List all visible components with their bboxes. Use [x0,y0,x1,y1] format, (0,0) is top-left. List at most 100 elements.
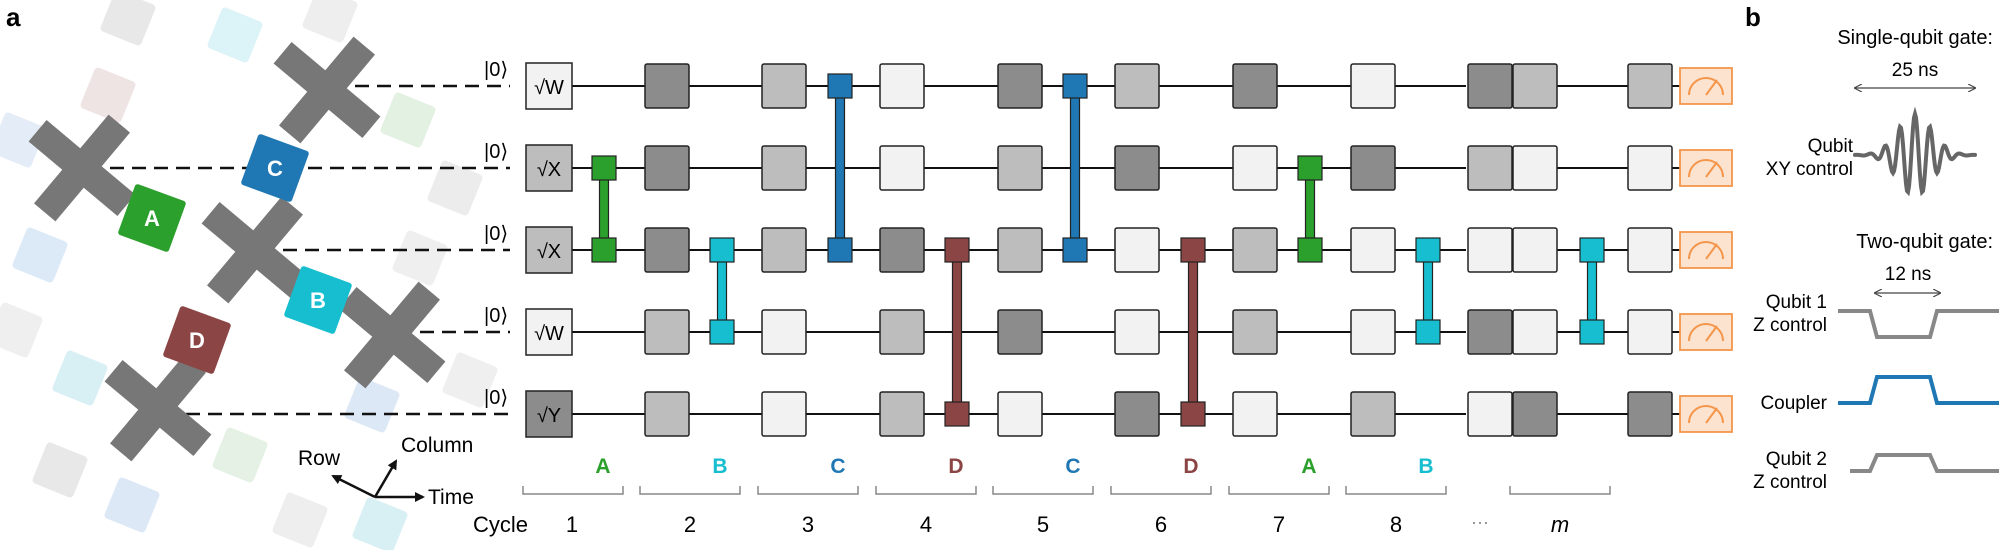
coupler-tile-label: D [189,328,205,353]
cycle-layer-label: A [1301,455,1316,478]
cycle-bracket [1509,486,1611,495]
q1-label-line1: Qubit 1 [1766,292,1827,313]
q1-label-line2: Z control [1753,315,1827,336]
single-qubit-gate [879,309,925,355]
single-qubit-duration: 25 ns [1892,60,1938,81]
faded-lattice-tile [0,302,43,358]
cycle-layer-label: D [1183,455,1198,478]
single-qubit-gate [1232,63,1278,109]
init-gate-label: √W [534,77,564,99]
single-qubit-gate [1512,63,1558,109]
cycle-number: 4 [920,512,932,537]
cycle-ellipsis: ··· [1471,512,1489,532]
panel-b: Single-qubit gate: 25 ns Qubit XY contro… [1753,27,1999,493]
qubit-ket: |0⟩ [484,387,508,409]
single-qubit-gate [761,391,807,437]
coupler-tile-d: D [163,306,231,374]
cycle-layer-label: D [948,455,963,478]
faded-lattice-tile [80,67,136,123]
init-gate-label: √X [537,241,561,263]
panel-label-b: b [1745,2,1761,32]
qubit-ket: |0⟩ [484,305,508,327]
faded-lattice-tile [442,352,498,408]
two-qubit-coupler-d [944,237,970,427]
qubit-ket: |0⟩ [484,141,508,163]
single-qubit-gate [1350,227,1396,273]
faded-lattice-tile [380,92,436,148]
q2-label-line1: Qubit 2 [1766,449,1827,470]
cycle-bracket [522,486,624,495]
cycle-number: 3 [802,512,814,537]
measurement-gate [1679,395,1733,433]
single-qubit-gate-title: Single-qubit gate: [1837,27,1993,49]
two-qubit-coupler-a [1297,155,1323,263]
measurement-gate [1679,149,1733,187]
cycle-number: 1 [566,512,578,537]
single-qubit-gate [644,391,690,437]
single-qubit-gate [1627,309,1673,355]
cycle-bracket [992,486,1094,495]
faded-lattice-tile [12,227,68,283]
single-qubit-gate [761,309,807,355]
single-qubit-gate [1350,309,1396,355]
faded-lattice-tile [392,230,448,286]
two-qubit-coupler-a [591,155,617,263]
single-qubit-gate [1232,145,1278,191]
qubit-lattice: A C B D [0,0,510,550]
single-qubit-gate [1350,145,1396,191]
cycle-bracket [875,486,977,495]
cycle-bracket [1110,486,1212,495]
single-qubit-gate [644,145,690,191]
single-qubit-gate [879,63,925,109]
faded-lattice-tile [100,0,156,46]
two-qubit-coupler-d [1180,237,1206,427]
single-qubit-gate [997,309,1043,355]
single-qubit-gate [1627,63,1673,109]
single-qubit-gate [879,145,925,191]
single-qubit-gate [879,391,925,437]
xy-label-line1: Qubit [1808,136,1854,157]
q2-label-line2: Z control [1753,472,1827,493]
single-qubit-gate [879,227,925,273]
quantum-circuit: |0⟩√W|0⟩√X|0⟩√X|0⟩√W|0⟩√Y [484,59,1733,438]
coupler-tile-b: B [284,266,352,334]
q1-z-waveform [1838,309,1999,339]
cycle-number: 7 [1273,512,1285,537]
single-qubit-gate [1232,391,1278,437]
faded-lattice-tile [104,477,160,533]
single-qubit-gate [644,227,690,273]
faded-lattice-tile [212,427,268,483]
measurement-gate [1679,313,1733,351]
cycle-layer-label: B [1418,455,1433,478]
cycle-layer-label: A [595,455,610,478]
cycle-number: 2 [684,512,696,537]
single-qubit-gate [1114,227,1160,273]
cycle-number: 6 [1155,512,1167,537]
init-gate-label: √X [537,159,561,181]
q2-z-waveform [1850,453,1999,473]
axis-time-label: Time [428,486,474,509]
coupler-tile-label: A [144,206,160,231]
single-qubit-gate [1467,391,1513,437]
xy-label-line2: XY control [1766,159,1853,180]
faded-lattice-tile [207,7,263,63]
single-qubit-gate [1114,391,1160,437]
faded-lattice-tile [272,492,328,548]
single-qubit-gate [1467,63,1513,109]
coupler-tile-c: C [241,134,309,202]
faded-lattice-tile [427,160,483,216]
two-qubit-coupler-b [709,237,735,345]
two-qubit-coupler-b [1415,237,1441,345]
single-qubit-gate [1232,227,1278,273]
single-qubit-gate [1627,227,1673,273]
panel-label-a: a [6,2,21,32]
single-qubit-gate [1114,63,1160,109]
axis-column-label: Column [401,434,473,457]
coupler-tile-label: C [267,156,283,181]
single-qubit-gate [761,145,807,191]
single-qubit-gate [1512,391,1558,437]
cycle-bracket [639,486,741,495]
two-qubit-coupler-b [1579,237,1605,345]
single-qubit-gate [1350,391,1396,437]
